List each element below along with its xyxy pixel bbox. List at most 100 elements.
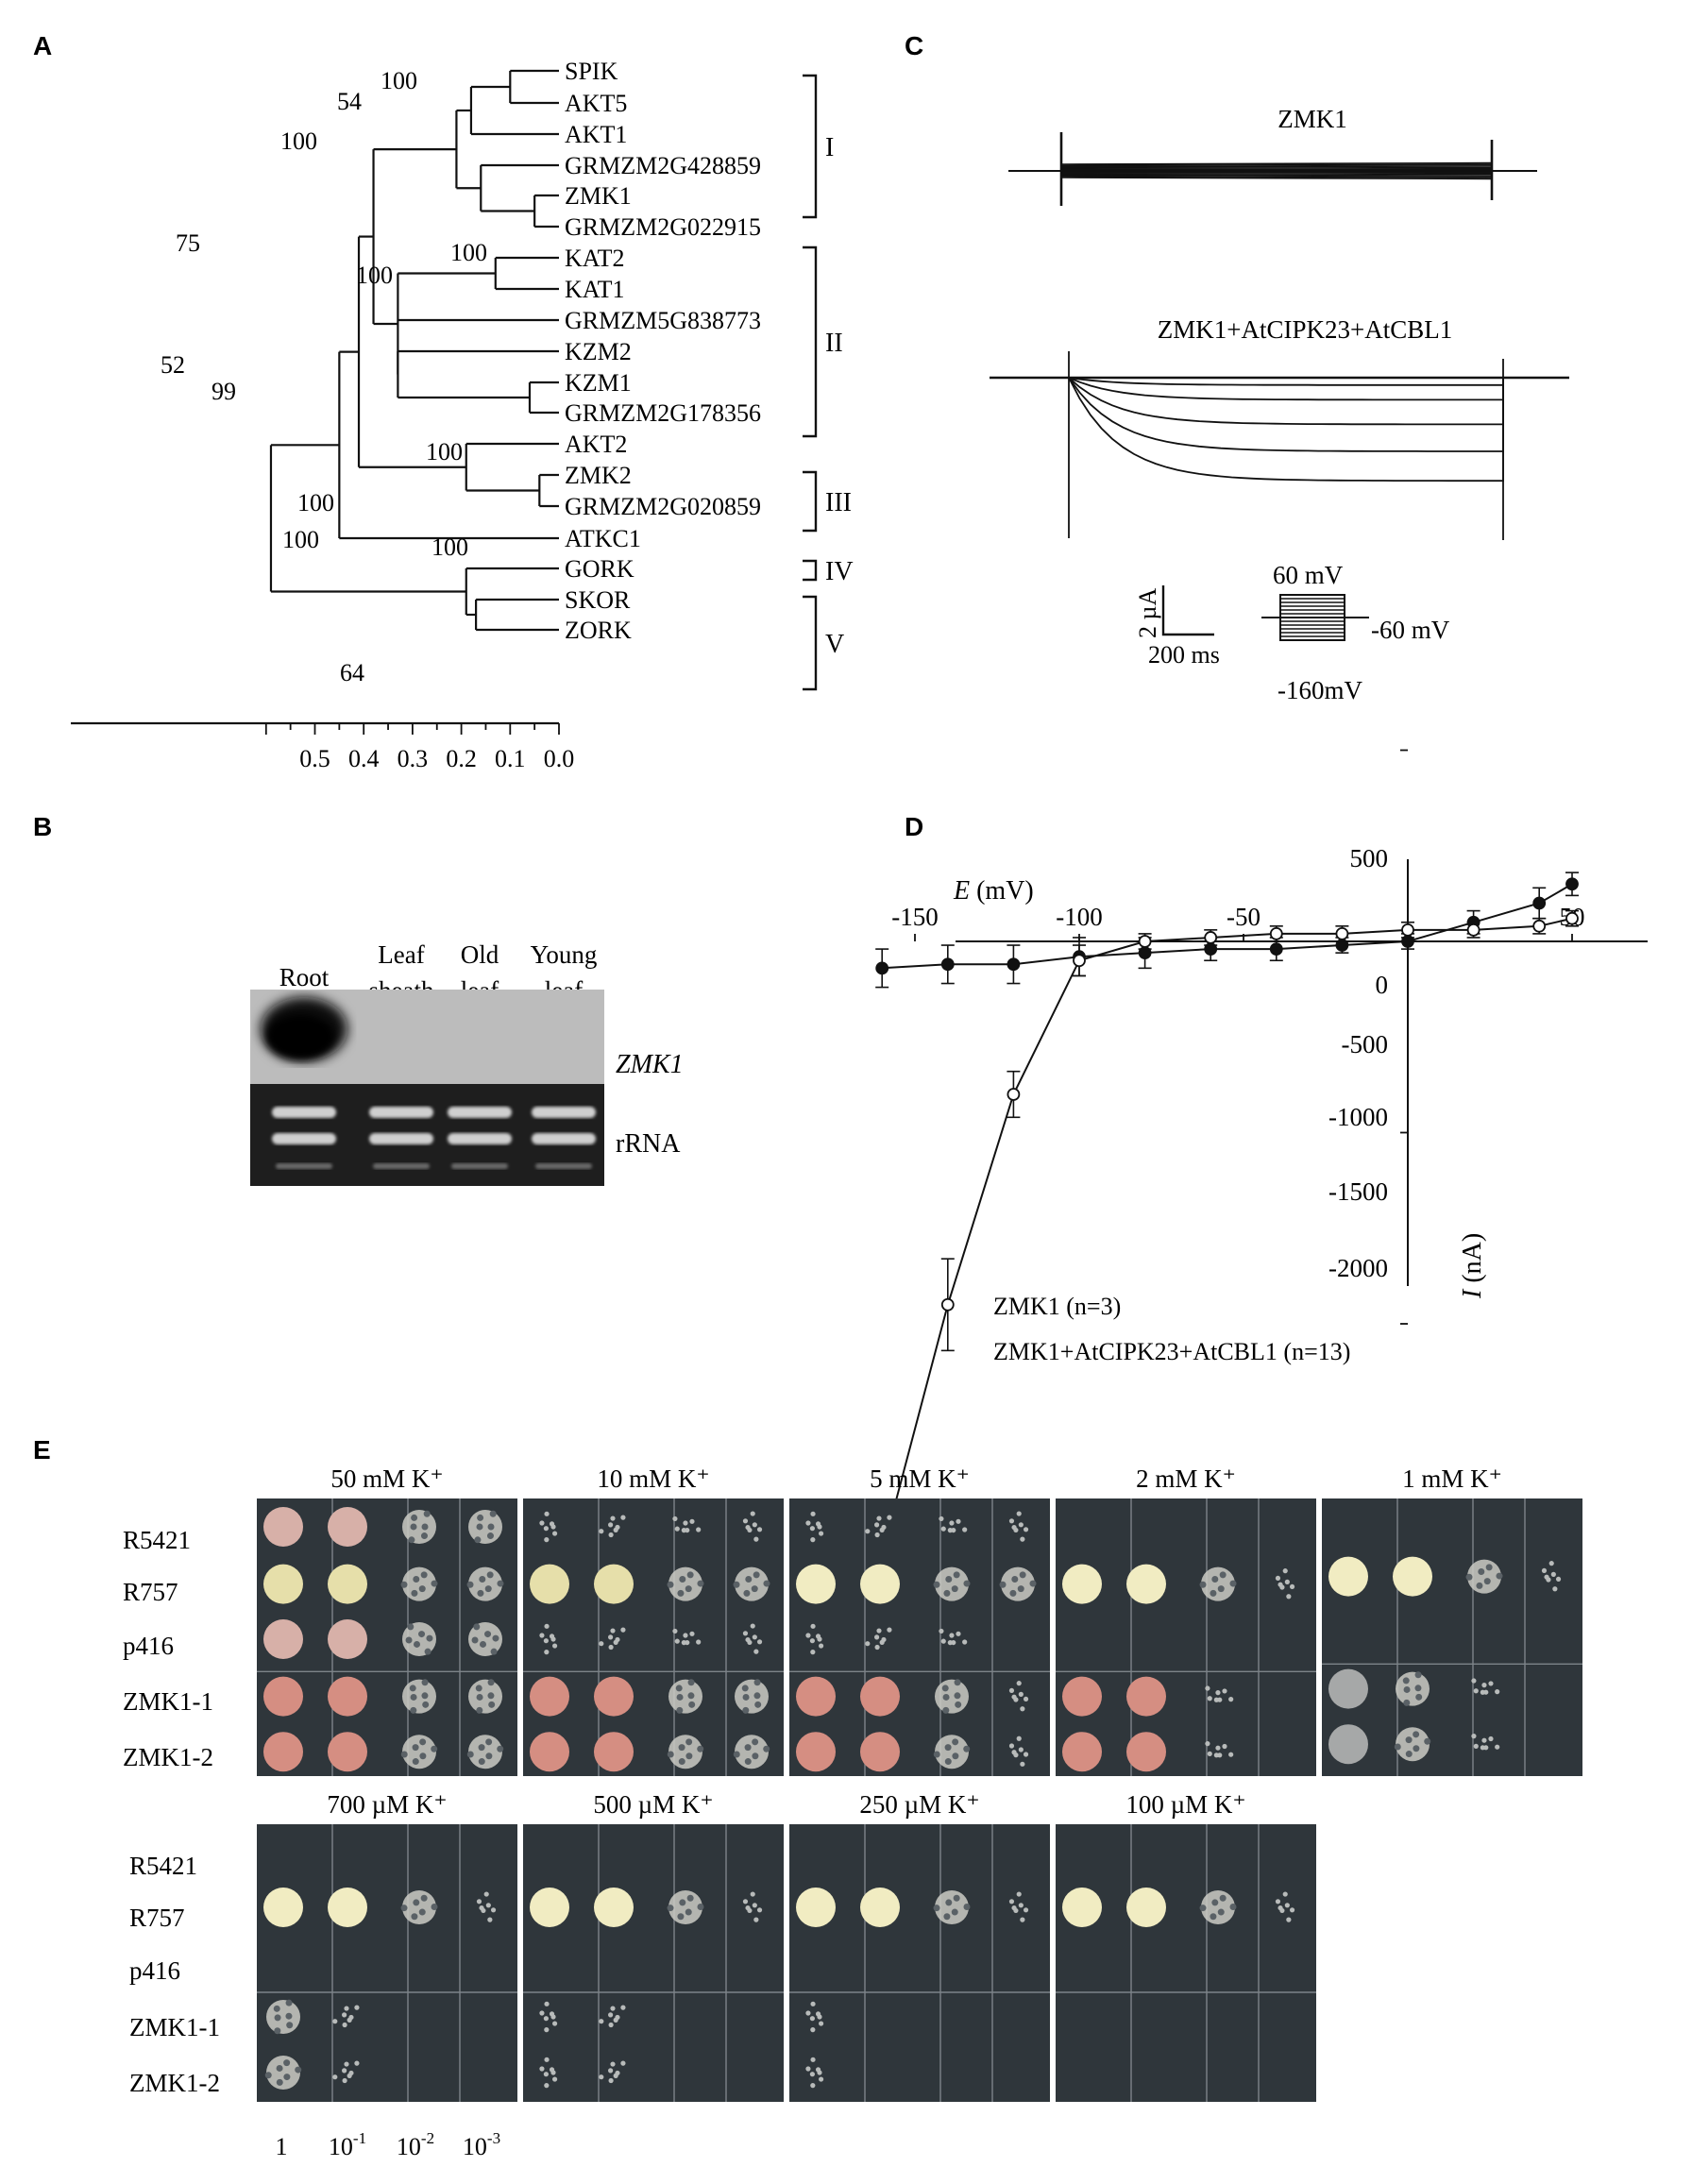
yeast-colony-spot [796,1677,836,1717]
tree-leaf: AKT2 [565,431,627,458]
tree-leaf: ZMK1 [565,182,632,210]
yeast-micro-colony [544,1638,549,1643]
yeast-colony-gap [955,1701,961,1708]
rrna-band-faint [535,1163,592,1169]
iv-point [876,962,888,973]
iv-point [1140,936,1151,947]
dilution-exponent: -1 [353,2129,366,2147]
yeast-colony-gap [476,1707,482,1714]
lane-label: Young [531,940,598,969]
yeast-micro-colony [1208,1752,1212,1756]
panel-letter-a: A [33,31,52,60]
yeast-micro-colony [819,1531,823,1535]
yeast-micro-colony [810,1537,815,1542]
trace-zmk1 [1008,132,1537,206]
strain-label: ZMK1-1 [123,1687,213,1716]
yeast-colony-spot [1393,1557,1432,1597]
yeast-colony-gap [1415,1694,1422,1701]
dilution-label: 10-3 [463,2129,500,2160]
yeast-colony-patch [668,1735,702,1769]
yeast-micro-colony [348,2015,353,2020]
yeast-micro-colony [753,1903,757,1907]
yeast-colony-gap [1218,1909,1225,1916]
yeast-colony-gap [408,1536,415,1543]
yeast-colony-gap [410,1685,416,1691]
yeast-micro-colony [1205,1685,1210,1690]
plate-background [789,1498,1050,1776]
iv-point [1271,943,1282,955]
yeast-micro-colony [876,1628,881,1633]
yeast-micro-colony [962,1527,967,1532]
yeast-colony-patch [468,1510,502,1544]
yeast-colony-gap [752,1585,758,1592]
plate-background [1056,1824,1316,2102]
yeast-colony-spot [263,1565,303,1604]
yeast-colony-gap [283,2074,290,2080]
yeast-colony-gap [1211,1576,1218,1583]
yeast-colony-spot [1062,1732,1102,1771]
rrna-band [532,1133,596,1144]
iv-point [942,958,954,970]
yeast-colony-gap [677,1694,684,1701]
yeast-colony-gap [1403,1700,1410,1706]
iv-point [1074,955,1085,966]
yeast-micro-colony [620,1515,625,1520]
yeast-micro-colony [819,2021,823,2025]
lane-label: Root [279,963,330,991]
yeast-colony-spot [594,1677,634,1717]
yeast-colony-gap [1200,1582,1207,1588]
yeast-colony-patch [402,1680,436,1714]
yeast-colony-gap [431,1581,437,1587]
yeast-micro-colony [939,1629,943,1634]
yeast-colony-gap [745,1576,752,1583]
yeast-micro-colony [484,1891,489,1896]
scale-bar-current-label: 2 µA [1134,588,1161,638]
dilution-base: 10 [329,2133,353,2160]
yeast-plate: 2 mM K⁺ [1056,1464,1316,1776]
yeast-colony-gap [685,1585,692,1592]
plate-background [523,1824,784,2102]
yeast-micro-colony [685,1640,689,1645]
yeast-colony-patch [402,1510,436,1544]
yeast-colony-gap [1395,1743,1401,1750]
strain-label: R757 [129,1904,185,1932]
yeast-micro-colony [675,1527,680,1532]
iv-x-axis-label: E (mV) [953,876,1034,906]
dilution-base: 10 [463,2133,487,2160]
yeast-micro-colony [874,1522,879,1527]
yeast-colony-spot [1062,1888,1102,1927]
yeast-colony-gap [1200,1905,1207,1911]
dilution-base: 10 [397,2133,421,2160]
yeast-colony-gap [485,1585,492,1592]
yeast-micro-colony [1019,1692,1024,1697]
tree-leaf: AKT1 [565,121,627,148]
lane-label: Leaf [378,940,424,969]
tree-leaf: GRMZM2G428859 [565,152,761,179]
yeast-micro-colony [887,1515,891,1520]
yeast-colony-spot [594,1565,634,1604]
yeast-micro-colony [539,1633,544,1637]
yeast-colony-gap [275,2014,281,2021]
yeast-colony-gap [477,1523,483,1530]
yeast-colony-gap [497,1746,503,1752]
plate-condition-label: 500 µM K⁺ [593,1790,713,1819]
yeast-colony-spot [263,1888,303,1927]
yeast-colony-gap [421,1571,428,1578]
iv-y-tick-label: -1000 [1328,1103,1388,1131]
blot-image [250,990,604,1186]
tree-leaf: ATKC1 [565,525,641,552]
yeast-micro-colony [805,2010,810,2015]
yeast-colony-gap [467,1582,474,1588]
yeast-colony-spot [594,1888,634,1927]
yeast-micro-colony [1228,1697,1233,1701]
yeast-colony-gap [401,1905,408,1911]
trace2-sweep [1069,378,1503,399]
yeast-micro-colony [1286,1594,1291,1599]
plate-background [1056,1498,1316,1776]
yeast-micro-colony [881,1637,886,1642]
tree-bootstrap: 100 [297,489,334,516]
scale-tick-label: 0.0 [544,745,575,772]
yeast-micro-colony [672,1516,677,1521]
yeast-colony-spot [796,1888,836,1927]
